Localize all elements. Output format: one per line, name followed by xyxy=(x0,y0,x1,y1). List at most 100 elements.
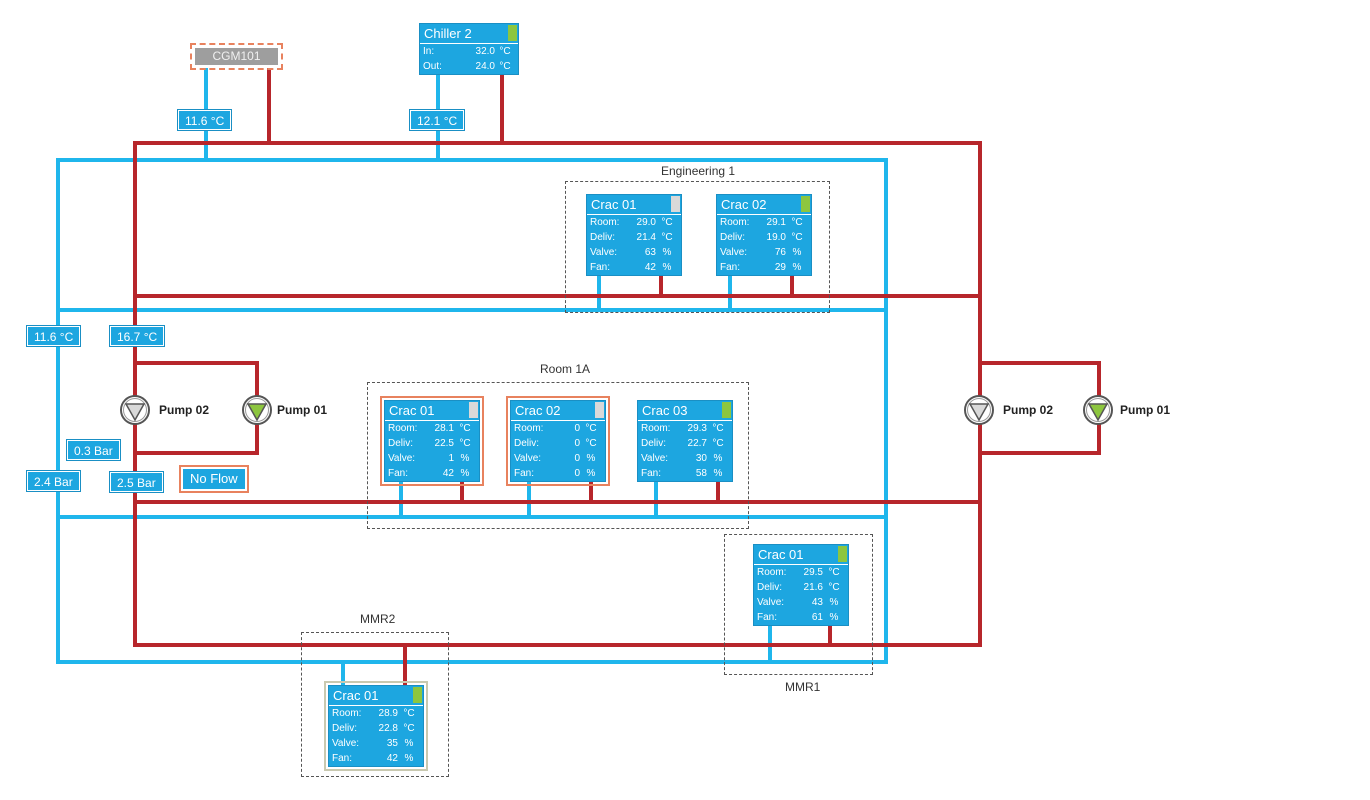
return-pressure-reading[interactable]: 2.5 Bar xyxy=(109,471,164,493)
zone-engineering-1-label: Engineering 1 xyxy=(661,164,736,178)
pump-01-left-label: Pump 01 xyxy=(277,403,328,417)
delivery-temp-unit: °C xyxy=(459,438,471,449)
diff-pressure-reading[interactable]: 0.3 Bar xyxy=(66,439,121,461)
status-indicator xyxy=(801,196,810,212)
chiller-supply-temp[interactable]: 12.1 °C xyxy=(408,109,466,131)
crac-header: Crac 01 xyxy=(587,195,681,215)
crac-row-fan: Fan:42% xyxy=(587,260,681,275)
zone-mmr2-label: MMR2 xyxy=(360,612,396,626)
fan-speed-unit: % xyxy=(713,468,723,479)
chiller-in-value: 32.0 xyxy=(475,46,495,57)
fan-speed-unit: % xyxy=(792,262,802,273)
valve-position-value: 43 xyxy=(811,597,823,608)
crac-row-room: Room:28.1°C xyxy=(385,421,479,436)
crac-title: Crac 02 xyxy=(721,197,767,212)
valve-position-label: Valve: xyxy=(514,453,542,464)
pump-02-right-icon[interactable] xyxy=(963,394,995,426)
pump-01-right-icon[interactable] xyxy=(1082,394,1114,426)
valve-position-value: 30 xyxy=(695,453,707,464)
crac-row-valve: Valve:30% xyxy=(638,451,732,466)
fan-speed-value: 42 xyxy=(442,468,454,479)
fan-speed-label: Fan: xyxy=(757,612,778,623)
crac-row-fan: Fan:61% xyxy=(754,610,848,625)
supply-temp-reading[interactable]: 11.6 °C xyxy=(25,325,82,347)
return-temp-reading[interactable]: 16.7 °C xyxy=(108,325,166,347)
crac-header: Crac 03 xyxy=(638,401,732,421)
valve-position-value: 1 xyxy=(448,453,454,464)
delivery-temp-unit: °C xyxy=(791,232,803,243)
pump-02-left-label: Pump 02 xyxy=(159,403,210,417)
crac-title: Crac 01 xyxy=(389,403,435,418)
crac-title: Crac 03 xyxy=(642,403,688,418)
pump-02-right-label: Pump 02 xyxy=(1003,403,1054,417)
status-indicator xyxy=(838,546,847,562)
crac-header: Crac 01 xyxy=(329,686,423,706)
crac-header: Crac 01 xyxy=(385,401,479,421)
pump-02-left-icon[interactable] xyxy=(119,394,151,426)
crac-title: Crac 01 xyxy=(758,547,804,562)
status-indicator xyxy=(595,402,604,418)
valve-position-unit: % xyxy=(662,247,672,258)
room-temp-unit: °C xyxy=(712,423,724,434)
status-indicator xyxy=(671,196,680,212)
zone-mmr1 xyxy=(724,534,873,675)
chiller-in-label: In: xyxy=(423,46,435,57)
room-temp-value: 29.0 xyxy=(636,217,656,228)
chiller-2-panel[interactable]: Chiller 2 In:32.0°C Out:24.0°C xyxy=(419,23,519,75)
valve-position-value: 35 xyxy=(386,738,398,749)
delivery-temp-value: 22.5 xyxy=(434,438,454,449)
fan-speed-label: Fan: xyxy=(590,262,611,273)
room-temp-unit: °C xyxy=(585,423,597,434)
status-indicator xyxy=(469,402,478,418)
pump-01-left-icon[interactable] xyxy=(241,394,273,426)
flow-status-badge[interactable]: No Flow xyxy=(179,465,249,493)
room-temp-value: 29.3 xyxy=(687,423,707,434)
crac-row-room: Room:29.5°C xyxy=(754,565,848,580)
room-temp-unit: °C xyxy=(828,567,840,578)
cgm-supply-temp[interactable]: 11.6 °C xyxy=(176,109,233,131)
status-indicator xyxy=(413,687,422,703)
fan-speed-unit: % xyxy=(829,612,839,623)
delivery-temp-label: Deliv: xyxy=(757,582,783,593)
supply-pressure-reading[interactable]: 2.4 Bar xyxy=(26,470,81,492)
valve-position-label: Valve: xyxy=(757,597,785,608)
status-indicator xyxy=(508,25,517,41)
room-temp-value: 28.9 xyxy=(378,708,398,719)
valve-position-label: Valve: xyxy=(388,453,416,464)
delivery-temp-value: 0 xyxy=(574,438,580,449)
return-piping xyxy=(133,68,1101,686)
crac-row-valve: Valve: 1% xyxy=(385,451,479,466)
delivery-temp-label: Deliv: xyxy=(590,232,616,243)
zone-engineering-1 xyxy=(565,181,830,313)
fan-speed-value: 42 xyxy=(644,262,656,273)
room-temp-label: Room: xyxy=(388,423,418,434)
delivery-temp-label: Deliv: xyxy=(388,438,414,449)
valve-position-value: 63 xyxy=(644,247,656,258)
zone-mmr1-label: MMR1 xyxy=(785,680,821,694)
valve-position-unit: % xyxy=(460,453,470,464)
room-temp-value: 29.5 xyxy=(803,567,823,578)
cgm101-unit[interactable]: CGM101 xyxy=(190,43,283,70)
delivery-temp-unit: °C xyxy=(661,232,673,243)
delivery-temp-unit: °C xyxy=(712,438,724,449)
valve-position-label: Valve: xyxy=(590,247,618,258)
room-temp-value: 0 xyxy=(574,423,580,434)
zone-mmr2 xyxy=(301,632,449,777)
crac-header: Crac 02 xyxy=(717,195,811,215)
crac-row-valve: Valve:35% xyxy=(329,736,423,751)
valve-position-label: Valve: xyxy=(332,738,360,749)
delivery-temp-value: 22.7 xyxy=(687,438,707,449)
room-temp-unit: °C xyxy=(459,423,471,434)
delivery-temp-label: Deliv: xyxy=(720,232,746,243)
delivery-temp-label: Deliv: xyxy=(332,723,358,734)
zone-room-1a-label: Room 1A xyxy=(540,362,591,376)
cgm101-label: CGM101 xyxy=(195,48,278,65)
